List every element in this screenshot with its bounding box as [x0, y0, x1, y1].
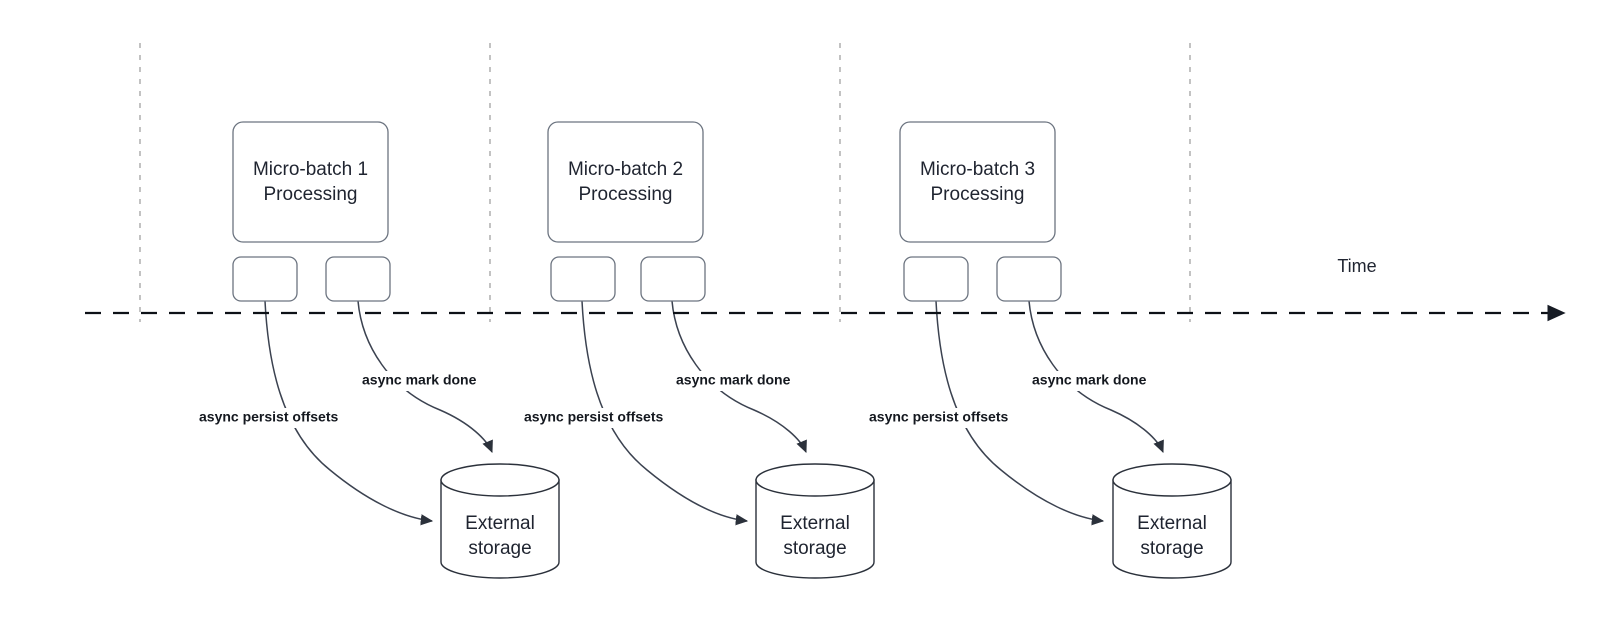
micro-batch-title-1: Micro-batch 1 — [253, 159, 368, 180]
async-persist-offsets-label-halo-1 — [195, 408, 363, 428]
external-storage-node-2[interactable]: External storage — [755, 463, 875, 579]
edge-labels: async persist offsets async mark done asyn… — [195, 371, 1150, 428]
external-storage-node-3[interactable]: External storage — [1112, 463, 1232, 579]
micro-batch-subtitle-3: Processing — [931, 184, 1025, 205]
micro-batch-node-1[interactable]: Micro-batch 1 Processing — [232, 121, 389, 243]
cylinder-top-1 — [440, 463, 560, 497]
micro-batch-title-3: Micro-batch 3 — [920, 159, 1035, 180]
cylinder-body-1 — [440, 479, 560, 579]
cylinder-top-3 — [1112, 463, 1232, 497]
time-axis-label: Time — [1337, 256, 1376, 276]
persist-offsets-edge-2 — [581, 300, 749, 526]
timeline-axis: Time — [85, 256, 1566, 322]
storage-title-2: External — [780, 513, 850, 534]
mark-done-edge-1 — [357, 300, 493, 454]
cylinder-body-2 — [755, 479, 875, 579]
storage-subtitle-1: storage — [468, 538, 531, 559]
micro-batch-box-3[interactable] — [899, 121, 1056, 243]
persist-offsets-task-3[interactable] — [903, 256, 969, 302]
storage-title-1: External — [465, 513, 535, 534]
mark-done-edge-3 — [1028, 300, 1164, 454]
connector-edges — [264, 300, 1164, 526]
cylinder-body-3 — [1112, 479, 1232, 579]
persist-offsets-edge-3 — [935, 300, 1105, 526]
micro-batch-node-2[interactable]: Micro-batch 2 Processing — [547, 121, 704, 243]
micro-batch-subtitle-2: Processing — [579, 184, 673, 205]
persist-offsets-task-2[interactable] — [550, 256, 616, 302]
micro-batch-box-1[interactable] — [232, 121, 389, 243]
mark-done-edge-2 — [671, 300, 807, 454]
micro-batch-box-2[interactable] — [547, 121, 704, 243]
micro-batch-title-2: Micro-batch 2 — [568, 159, 683, 180]
mark-done-task-3[interactable] — [996, 256, 1062, 302]
mark-done-task-2[interactable] — [640, 256, 706, 302]
async-mark-done-label-2: async mark done — [676, 372, 791, 388]
mark-done-task-1[interactable] — [325, 256, 391, 302]
async-persist-offsets-label-halo-2 — [520, 408, 688, 428]
async-mark-done-label-1: async mark done — [362, 372, 477, 388]
async-mark-done-label-3: async mark done — [1032, 372, 1147, 388]
storage-title-3: External — [1137, 513, 1207, 534]
micro-batch-node-3[interactable]: Micro-batch 3 Processing — [899, 121, 1056, 243]
async-persist-offsets-label-2: async persist offsets — [524, 409, 663, 425]
micro-batch-subtitle-1: Processing — [264, 184, 358, 205]
storage-subtitle-2: storage — [783, 538, 846, 559]
storage-subtitle-3: storage — [1140, 538, 1203, 559]
persist-offsets-edge-1 — [264, 300, 434, 526]
time-tick-lines — [139, 43, 1191, 322]
async-persist-offsets-label-1: async persist offsets — [199, 409, 338, 425]
async-mark-done-label-halo-3 — [1028, 371, 1150, 391]
persist-offsets-task-1[interactable] — [232, 256, 298, 302]
external-storage-node-1[interactable]: External storage — [440, 463, 560, 579]
async-persist-offsets-label-3: async persist offsets — [869, 409, 1008, 425]
async-mark-done-label-halo-2 — [672, 371, 794, 391]
cylinder-top-2 — [755, 463, 875, 497]
async-mark-done-label-halo-1 — [358, 371, 480, 391]
async-persist-offsets-label-halo-3 — [865, 408, 1033, 428]
